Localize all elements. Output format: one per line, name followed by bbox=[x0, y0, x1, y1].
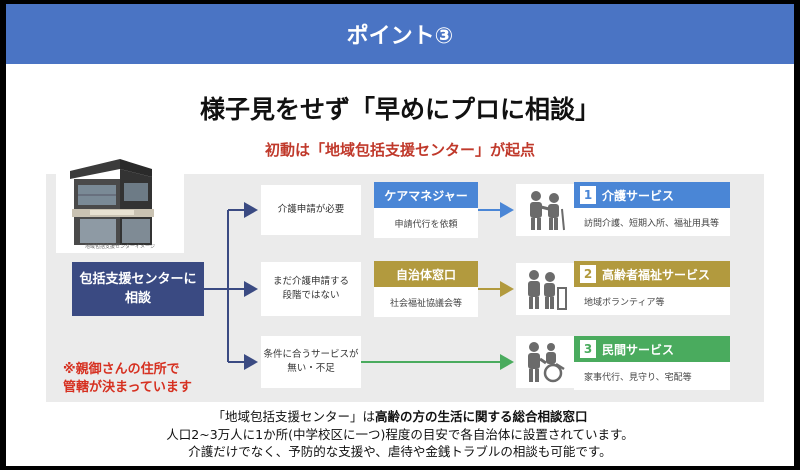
service-card-3: 3 民間サービス 家事代行、見守り、宅配等 bbox=[574, 336, 730, 390]
footer-line1-b: 高齢の方の生活に関する総合相談窓口 bbox=[375, 409, 588, 424]
service-card-1: 1 介護サービス 訪問介護、短期入所、福祉用具等 bbox=[574, 182, 730, 236]
agency-1-desc: 申請代行を依頼 bbox=[394, 219, 458, 230]
footer-text: 「地域包括支援センター」は高齢の方の生活に関する総合相談窓口 人口2~3万人に1… bbox=[6, 408, 794, 461]
center-box-line2: 相談 bbox=[124, 291, 151, 306]
service-1-head: 1 介護サービス bbox=[574, 182, 730, 208]
building-icon bbox=[70, 159, 154, 245]
jurisdiction-note: ※親御さんの住所で 管轄が決まっています bbox=[63, 361, 192, 396]
elderly-walker-icon bbox=[528, 270, 567, 310]
flow-arrows bbox=[204, 202, 514, 370]
icon-card-2 bbox=[516, 263, 574, 315]
service-1-number: 1 bbox=[580, 186, 596, 204]
condition-box-2: まだ介護申請する 段階ではない bbox=[261, 262, 361, 316]
agency-card-1: ケアマネジャー 申請代行を依頼 bbox=[374, 182, 478, 238]
service-1-name: 介護サービス bbox=[602, 188, 675, 203]
icon-card-1 bbox=[516, 184, 574, 236]
agency-card-2: 自治体窓口 社会福祉協議会等 bbox=[374, 261, 478, 317]
slide: ポイント③ 様子見をせず「早めにプロに相談」 初動は「地域包括支援センター」が起… bbox=[6, 4, 794, 466]
footer-line1: 「地域包括支援センター」は高齢の方の生活に関する総合相談窓口 bbox=[6, 408, 794, 426]
banner-title: ポイント③ bbox=[346, 24, 454, 49]
service-3-desc: 家事代行、見守り、宅配等 bbox=[584, 372, 692, 383]
service-2-head: 2 高齢者福祉サービス bbox=[574, 261, 730, 287]
note-line2: 管轄が決まっています bbox=[63, 379, 192, 395]
agency-2-name: 自治体窓口 bbox=[374, 261, 478, 287]
subtitle: 初動は「地域包括支援センター」が起点 bbox=[264, 141, 535, 159]
building-caption: 地域包括支援センターイメージ bbox=[85, 244, 155, 250]
note-line1: ※親御さんの住所で bbox=[63, 362, 180, 377]
condition-3-line1: 条件に合うサービスが bbox=[263, 348, 359, 360]
footer-line2: 人口2~3万人に1か所(中学校区に一つ)程度の目安で各自治体に設置されています。 bbox=[166, 426, 634, 442]
service-2-desc: 地域ボランティア等 bbox=[584, 297, 665, 308]
footer-line1-a: 「地域包括支援センター」は bbox=[212, 409, 375, 424]
building-image: 地域包括支援センターイメージ bbox=[56, 153, 184, 253]
condition-2-line2: 段階ではない bbox=[282, 290, 340, 301]
caregiver-elderly-icon bbox=[530, 191, 565, 231]
service-3-number: 3 bbox=[580, 340, 596, 358]
point-banner: ポイント③ bbox=[6, 4, 794, 64]
condition-box-1: 介護申請が必要 bbox=[261, 185, 361, 235]
main-title: 様子見をせず「早めにプロに相談」 bbox=[199, 95, 600, 124]
center-box-line1: 包括支援センターに bbox=[79, 271, 197, 287]
agency-2-desc: 社会福祉協議会等 bbox=[389, 298, 462, 309]
condition-1-line1: 介護申請が必要 bbox=[277, 203, 345, 215]
service-3-name: 民間サービス bbox=[602, 342, 675, 357]
footer-line3: 介護だけでなく、予防的な支援や、虐待や金銭トラブルの相談も可能です。 bbox=[188, 444, 612, 459]
consult-center-box: 包括支援センターに 相談 bbox=[72, 262, 204, 316]
service-card-2: 2 高齢者福祉サービス 地域ボランティア等 bbox=[574, 261, 730, 315]
service-3-head: 3 民間サービス bbox=[574, 336, 730, 362]
wheelchair-icon bbox=[528, 342, 565, 383]
condition-box-3: 条件に合うサービスが 無い・不足 bbox=[261, 336, 361, 388]
icon-card-3 bbox=[516, 336, 574, 388]
service-2-name: 高齢者福祉サービス bbox=[602, 267, 711, 282]
condition-2-line1: まだ介護申請する bbox=[272, 275, 349, 287]
branch-arrows bbox=[204, 202, 258, 370]
service-2-number: 2 bbox=[580, 265, 596, 283]
service-1-desc: 訪問介護、短期入所、福祉用具等 bbox=[584, 218, 720, 229]
agency-1-name: ケアマネジャー bbox=[374, 182, 478, 208]
condition-3-line2: 無い・不足 bbox=[287, 363, 335, 374]
